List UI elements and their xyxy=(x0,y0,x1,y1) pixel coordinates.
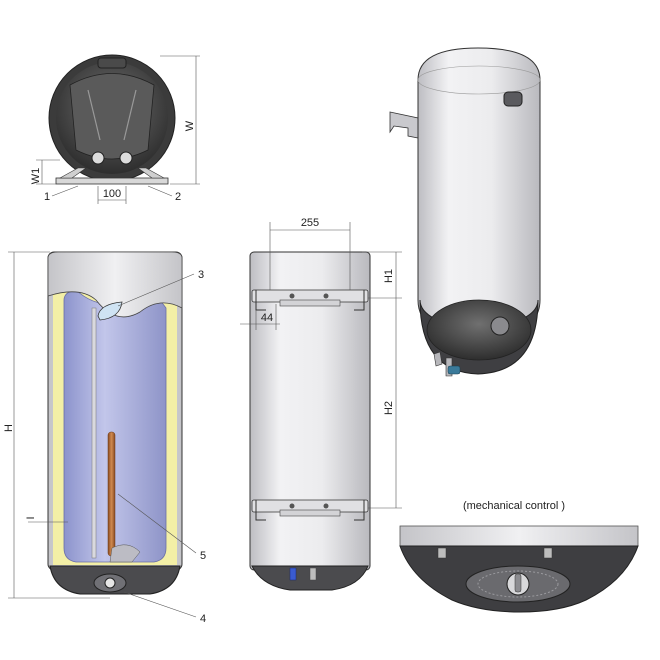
control-body-band xyxy=(399,525,639,547)
cutaway-thermostat-dial xyxy=(104,577,116,589)
control-pipe-left xyxy=(437,547,447,559)
control-pipe-right xyxy=(543,547,553,559)
bottom-view-rib-right xyxy=(123,89,137,141)
iso-pipe-fitting xyxy=(447,365,461,375)
iso-pipe-in xyxy=(433,351,443,367)
dim-w1-label: W1 xyxy=(30,168,42,185)
bottom-view-ribs xyxy=(69,73,155,160)
iso-control-knob xyxy=(490,316,510,336)
bottom-view-top-tab xyxy=(97,57,127,69)
bottom-view-stand xyxy=(55,177,169,185)
cutaway-view: H I 3 5 4 xyxy=(3,251,206,625)
bottom-view-pipe-right xyxy=(119,151,133,165)
callout-3: 3 xyxy=(198,269,204,281)
iso-badge-icon xyxy=(503,91,523,107)
callout-4: 4 xyxy=(200,613,206,625)
dim-h-label: H xyxy=(3,424,15,432)
bottom-view-rib-left xyxy=(87,89,101,141)
dim-w-label: W xyxy=(184,120,196,131)
dim-base-width-label: 100 xyxy=(103,188,121,200)
control-knob-grip xyxy=(514,573,522,593)
rear-bottom-bracket xyxy=(251,499,369,521)
cutaway-element-flange xyxy=(109,544,141,563)
dim-i-label: I xyxy=(25,516,37,519)
rear-top-bracket xyxy=(251,289,369,311)
cutaway-logo-icon xyxy=(97,301,123,321)
bottom-view-stand-right xyxy=(137,167,166,179)
iso-wall-bracket xyxy=(389,111,419,139)
dim-mount-spacing-label: 255 xyxy=(301,217,319,229)
cutaway-cold-pipe xyxy=(91,307,97,559)
cutaway-top-cover xyxy=(47,251,183,318)
callout-2: 2 xyxy=(175,191,181,203)
dim-h2-label: H2 xyxy=(383,401,395,415)
mechanical-control-caption: (mechanical control ) xyxy=(463,500,565,512)
callout-1: 1 xyxy=(44,191,50,203)
bottom-view: W W1 100 1 2 xyxy=(30,54,200,204)
control-detail-view: (mechanical control ) xyxy=(399,500,639,613)
rear-view: 255 44 H1 H2 xyxy=(240,217,402,591)
iso-body xyxy=(417,47,541,337)
bottom-view-stand-left xyxy=(58,167,87,179)
control-dial-scale xyxy=(477,570,559,598)
rear-pipe-grey xyxy=(309,567,317,581)
dim-bracket-offset-label: 44 xyxy=(261,312,273,324)
isometric-view xyxy=(389,47,541,377)
rear-pipe-blue xyxy=(289,567,297,581)
cutaway-heating-element xyxy=(107,431,116,557)
iso-top-rim xyxy=(417,65,541,95)
dim-h1-label: H1 xyxy=(383,269,395,283)
bottom-view-pipe-left xyxy=(91,151,105,165)
callout-5: 5 xyxy=(200,550,206,562)
iso-bottom-face xyxy=(426,299,532,361)
